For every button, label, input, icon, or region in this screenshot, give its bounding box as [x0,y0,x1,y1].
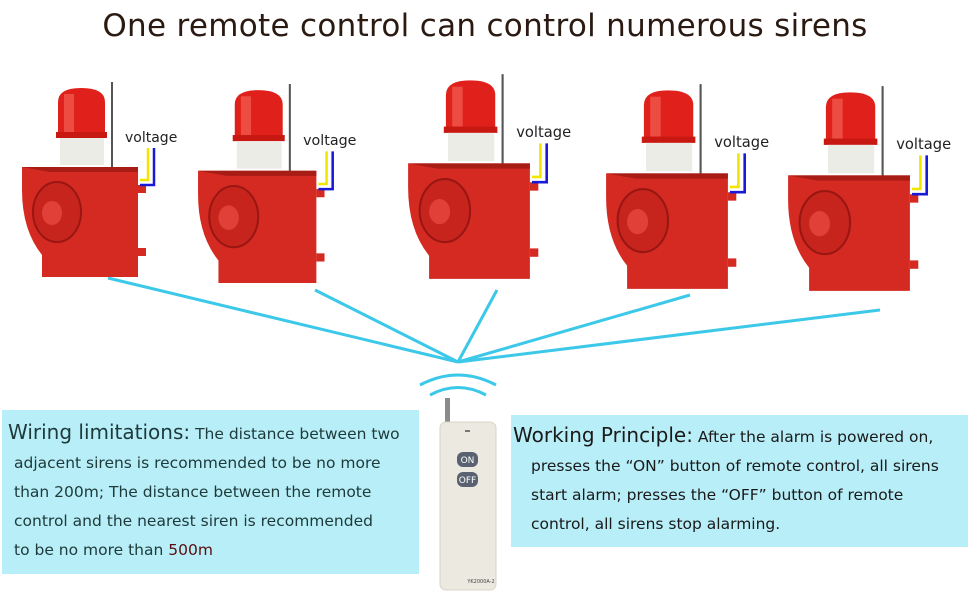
wiring-text-3: than 200m; The distance between the remo… [14,483,372,501]
siren: voltage [198,84,357,283]
svg-text:ON: ON [461,456,475,466]
working-text-2: presses the “ON” button of remote contro… [531,457,939,475]
siren: voltage [788,86,951,291]
lamp-base [236,141,282,169]
lamp-base [646,142,693,172]
model-label: YK2000A-2 [466,579,494,585]
voltage-label: voltage [714,134,769,151]
wire-yellow [729,153,740,189]
wire-yellow [318,151,328,186]
voltage-label: voltage [125,130,177,146]
wiring-text-1: The distance between two [195,425,400,443]
signal-line [457,293,691,364]
signal-wave-icon [419,373,497,387]
on-button[interactable]: ON [457,452,478,467]
wire-blue [729,153,747,194]
antenna-icon [445,398,450,424]
signal-wave-icon [429,386,487,397]
working-text-3: start alarm; presses the “OFF” button of… [531,486,904,504]
working-principle-panel: Working Principle: After the alarm is po… [511,415,968,547]
siren: voltage [606,84,769,289]
lamp-base [60,138,104,165]
lamp-base [448,132,495,162]
wire-yellow [911,155,922,191]
wiring-text-5: to be no more than [14,541,164,559]
wiring-text-2: adjacent sirens is recommended to be no … [14,454,381,472]
wire-blue [318,151,334,191]
working-heading: Working Principle: [513,423,693,447]
voltage-label: voltage [303,133,357,149]
signal-lines [107,276,881,364]
wire-blue [911,155,929,196]
wiring-limitations-panel: Wiring limitations: The distance between… [2,410,419,574]
signal-line [457,308,881,364]
signal-line [314,288,459,364]
page-title: One remote control can control numerous … [102,8,868,44]
off-button[interactable]: OFF [457,472,478,487]
voltage-label: voltage [896,136,951,153]
svg-text:OFF: OFF [459,476,476,486]
working-text-4: control, all sirens stop alarming. [531,515,781,533]
remote-body [439,421,497,591]
wire-blue [140,148,156,187]
siren: voltage [22,82,177,277]
signal-line [456,289,499,363]
voltage-label: voltage [516,124,571,141]
wiring-text-4: control and the nearest siren is recomme… [14,512,373,530]
lamp-base [828,144,875,174]
siren: voltage [408,74,571,279]
max-distance: 500m [168,541,213,559]
wire-yellow [531,143,542,179]
signal-line [107,276,459,364]
wiring-heading: Wiring limitations: [8,420,191,444]
remote-control: ON OFF YK2000A-2 [419,373,497,591]
working-text-1: After the alarm is powered on, [697,428,934,446]
wire-yellow [140,148,150,182]
wire-blue [531,143,549,184]
